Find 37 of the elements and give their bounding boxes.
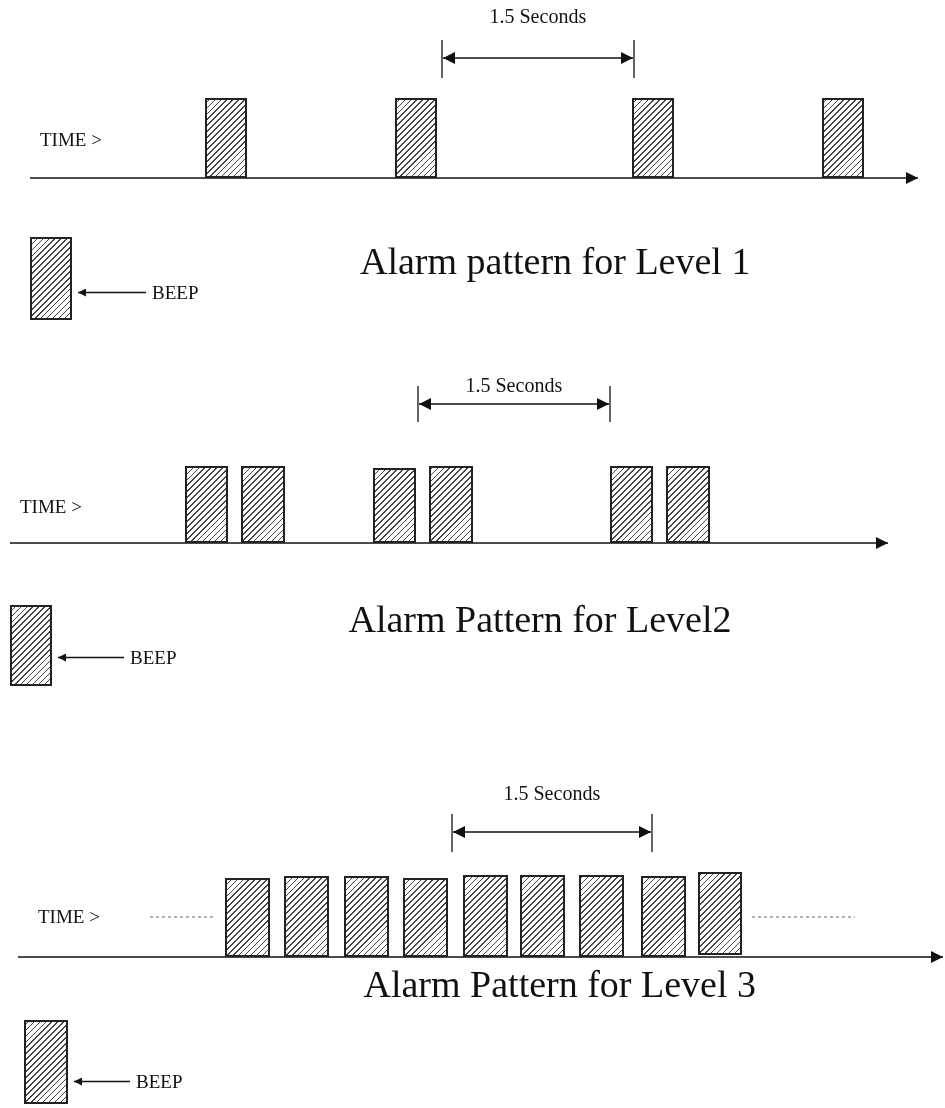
beep-bar xyxy=(284,876,329,957)
arrow xyxy=(57,653,125,662)
beep-bar xyxy=(822,98,864,178)
beep-bar xyxy=(241,466,285,543)
duration-label: 1.5 Seconds xyxy=(465,375,563,395)
pattern-caption: Alarm Pattern for Level2 xyxy=(348,600,732,638)
beep-bar xyxy=(403,878,448,957)
beep-bar xyxy=(395,98,437,178)
axis-label: TIME > xyxy=(40,130,102,149)
duration-label: 1.5 Seconds xyxy=(489,6,587,26)
arrow xyxy=(73,1077,131,1086)
beep-label: BEEP xyxy=(130,648,177,667)
beep-bar xyxy=(373,468,416,543)
beep-bar xyxy=(344,876,389,957)
beep-symbol xyxy=(10,605,52,686)
pattern-caption: Alarm Pattern for Level 3 xyxy=(363,965,757,1003)
beep-bar xyxy=(666,466,710,543)
beep-bar xyxy=(429,466,473,543)
beep-label: BEEP xyxy=(152,283,199,302)
beep-bar xyxy=(205,98,247,178)
beep-symbol xyxy=(30,237,72,320)
duration-label: 1.5 Seconds xyxy=(503,783,601,803)
pattern-caption: Alarm pattern for Level 1 xyxy=(360,242,751,280)
beep-bar xyxy=(520,875,565,957)
beep-symbol xyxy=(24,1020,68,1104)
beep-bar xyxy=(632,98,674,178)
beep-label: BEEP xyxy=(136,1072,183,1091)
axis-label: TIME > xyxy=(38,907,100,926)
beep-bar xyxy=(610,466,653,543)
beep-bar xyxy=(641,876,686,957)
arrow xyxy=(77,288,147,297)
beep-bar xyxy=(185,466,228,543)
beep-bar xyxy=(579,875,624,957)
beep-bar xyxy=(463,875,508,957)
beep-bar xyxy=(698,872,742,955)
beep-bar xyxy=(225,878,270,957)
axis-label: TIME > xyxy=(20,497,82,516)
